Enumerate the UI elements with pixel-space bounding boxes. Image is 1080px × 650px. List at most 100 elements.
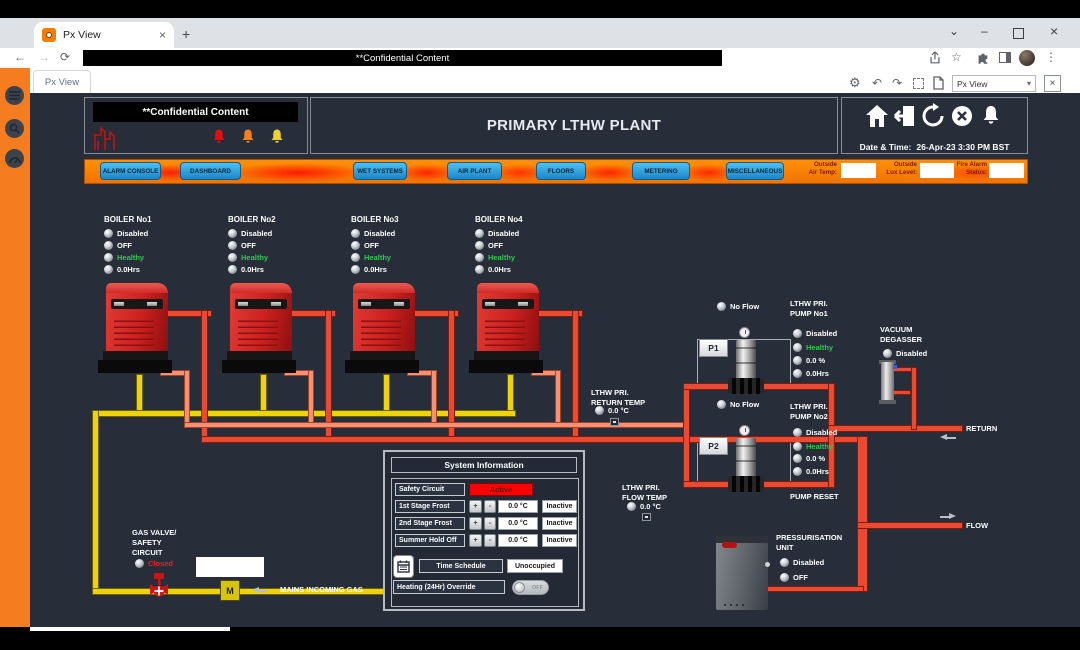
pump2-tag[interactable]: P2 [699,437,728,455]
window-minimize-icon[interactable]: – [981,24,988,38]
boiler2-hours: 0.0Hrs [228,264,264,274]
degasser-label: VACUUM DEGASSER [880,325,923,344]
document-icon[interactable] [933,76,944,90]
redo-icon[interactable]: ↷ [892,76,903,90]
pump1-hours: 0.0Hrs [793,368,829,378]
boiler2-graphic[interactable] [222,283,302,383]
side-panel-icon[interactable] [999,52,1011,63]
frost1-plus-button[interactable]: + [469,500,482,513]
nav-dashboard[interactable]: DASHBOARD [180,162,241,180]
home-icon[interactable] [865,103,889,129]
boiler1-graphic[interactable] [98,283,178,383]
time-schedule-calendar-button[interactable] [393,555,414,578]
back-icon[interactable]: ← [14,50,26,64]
boiler3-off: OFF [351,240,379,250]
app-close-button[interactable]: × [1044,75,1061,92]
return-main [828,425,963,432]
extensions-puzzle-icon[interactable] [976,51,990,65]
horizontal-scrollbar[interactable] [30,627,230,631]
browser-tab[interactable]: Px View × [34,22,174,48]
degasser-valve-dot [893,365,897,369]
nav-miscellaneous[interactable]: MISCELLANEOUS [726,162,784,180]
pump-reset-button[interactable]: PUMP RESET [790,492,839,501]
gas-arrow-icon [252,587,268,594]
frost1-minus-button[interactable]: - [484,500,496,513]
alarm-bell-orange-icon[interactable] [239,128,257,146]
boiler4-hours: 0.0Hrs [475,264,511,274]
frost2-plus-button[interactable]: + [469,517,482,530]
degasser-vessel[interactable] [881,362,894,402]
degasser-stub-bottom [893,390,911,395]
frost2-minus-button[interactable]: - [484,517,496,530]
search-icon[interactable] [5,119,24,138]
nav-metering[interactable]: METERING [632,162,690,180]
frost2-setpoint[interactable]: 0.0 °C [498,517,538,530]
undo-icon[interactable]: ↶ [872,76,883,90]
pump1-gauge-icon [739,327,750,338]
new-tab-button[interactable]: + [182,26,191,42]
address-bar[interactable]: **Confidential Content [83,50,722,66]
gas-meter[interactable]: M [220,580,240,601]
menu-icon[interactable] [5,86,24,105]
view-selector-dropdown[interactable]: Px View ▾ [952,75,1036,92]
system-info-frame [391,478,579,607]
summer-minus-button[interactable]: - [484,534,496,547]
frost1-label: 1st Stage Frost [395,500,465,513]
refresh-icon[interactable] [921,103,945,129]
boiler3-return-drop [431,370,437,428]
pressurisation-label: PRESSURISATION UNIT [776,533,843,552]
nav-wet-systems[interactable]: WET SYSTEMS [353,162,407,180]
pump2-speed: 0.0 % [793,453,825,463]
nav-alarm-console[interactable]: ALARM CONSOLE [100,162,161,180]
alarm-bell-yellow-icon[interactable] [268,128,286,146]
summer-plus-button[interactable]: + [469,534,482,547]
boiler3-graphic[interactable] [345,283,425,383]
alarm-bell-icon[interactable] [979,103,1003,129]
window-maximize-icon[interactable] [1013,28,1024,39]
time-schedule-label: Time Schedule [419,559,503,573]
datetime-label: Date & Time: [859,142,912,152]
alarm-bell-red-icon[interactable] [210,128,228,146]
pump2-motor[interactable] [736,438,756,478]
pressurisation-disabled: Disabled [780,557,824,567]
degasser-disabled: Disabled [883,348,927,358]
pump1-tag[interactable]: P1 [699,339,728,357]
heating-override-toggle[interactable]: OFF [512,580,549,595]
tab-close-icon[interactable]: × [158,28,166,42]
outside-lux-level-input[interactable] [920,163,954,178]
marquee-select-icon[interactable] [913,78,924,89]
reload-icon[interactable]: ⟳ [60,50,71,64]
px-view-app-tab[interactable]: Px View [33,70,91,93]
pump1-body[interactable] [728,378,764,394]
return-temp-label: LTHW PRI. RETURN TEMP [591,388,646,407]
gas-valve-icon[interactable] [147,572,171,599]
flow-temp-trend-icon[interactable] [642,513,651,521]
bookmark-star-icon[interactable]: ☆ [951,50,962,64]
boiler1-return-drop [184,370,190,428]
share-icon[interactable] [928,51,942,65]
pump2-body[interactable] [728,476,764,492]
summer-setpoint[interactable]: 0.0 °C [498,534,538,547]
forward-icon[interactable]: → [38,50,50,64]
logout-icon[interactable] [893,103,917,129]
flow-temp-value: 0.0 °C [627,501,661,511]
fire-alarm-status-input[interactable] [989,163,1024,178]
boiler4-graphic[interactable] [469,283,549,383]
pump1-speed: 0.0 % [793,355,825,365]
outside-air-temp-input[interactable] [841,163,876,178]
kebab-menu-icon[interactable]: ⋮ [1045,50,1057,64]
pump2-gauge-icon [739,425,750,436]
frost1-setpoint[interactable]: 0.0 °C [498,500,538,513]
settings-gear-icon[interactable]: ⚙ [849,75,861,90]
window-chevron-icon[interactable]: ⌄ [949,24,960,38]
pressurisation-unit-graphic[interactable] [716,536,770,610]
profile-avatar[interactable] [1019,50,1035,66]
nav-floors[interactable]: FLOORS [536,162,586,180]
gauge-icon[interactable] [5,149,24,168]
nav-air-plant[interactable]: AIR PLANT [447,162,502,180]
window-close-icon[interactable]: × [1050,23,1059,39]
pump1-motor[interactable] [736,340,756,380]
return-temp-trend-icon[interactable] [610,418,619,426]
close-circle-icon[interactable] [950,103,974,129]
pump1-healthy: Healthy [793,342,833,352]
